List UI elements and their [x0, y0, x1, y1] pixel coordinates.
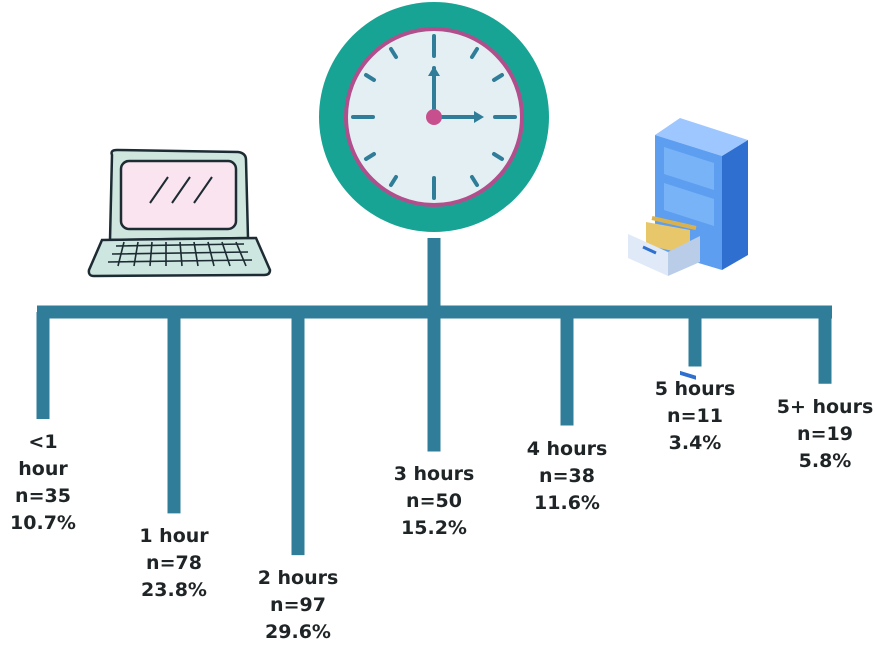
percent-label: 5.8%: [798, 449, 852, 472]
bar-label-6: 5+ hours n=19 5.8%: [755, 394, 875, 475]
file-cabinet-icon: [628, 118, 748, 380]
percent-label: 23.8%: [141, 579, 207, 602]
percent-label: 3.4%: [668, 432, 722, 455]
bar-label-1: 1 hour n=78 23.8%: [104, 523, 244, 604]
category-label: <1: [28, 431, 58, 454]
count-label: n=38: [539, 464, 595, 487]
count-label: n=50: [406, 490, 462, 513]
category-label: 4 hours: [526, 437, 608, 460]
laptop-icon: [87, 148, 272, 278]
percent-label: 10.7%: [10, 512, 76, 535]
bar-label-0: <1 hour n=35 10.7%: [0, 429, 113, 537]
category-label: 5 hours: [654, 378, 736, 401]
category-label: 2 hours: [257, 567, 339, 590]
category-label: hour: [18, 458, 68, 481]
percent-label: 29.6%: [265, 621, 331, 644]
category-label: 5+ hours: [776, 395, 874, 418]
count-label: n=19: [797, 422, 853, 445]
bar-label-2: 2 hours n=97 29.6%: [228, 565, 368, 646]
bar-label-3: 3 hours n=50 15.2%: [364, 461, 504, 542]
percent-label: 15.2%: [401, 517, 467, 540]
category-label: 3 hours: [393, 463, 475, 486]
count-label: n=97: [270, 594, 326, 617]
count-label: n=35: [15, 485, 71, 508]
bar-label-4: 4 hours n=38 11.6%: [497, 436, 637, 517]
count-label: n=78: [146, 552, 202, 575]
count-label: n=11: [667, 405, 723, 428]
percent-label: 11.6%: [534, 491, 600, 514]
category-label: 1 hour: [139, 525, 209, 548]
wall-clock-icon: [319, 2, 549, 232]
bar-label-5: 5 hours n=11 3.4%: [625, 376, 765, 457]
